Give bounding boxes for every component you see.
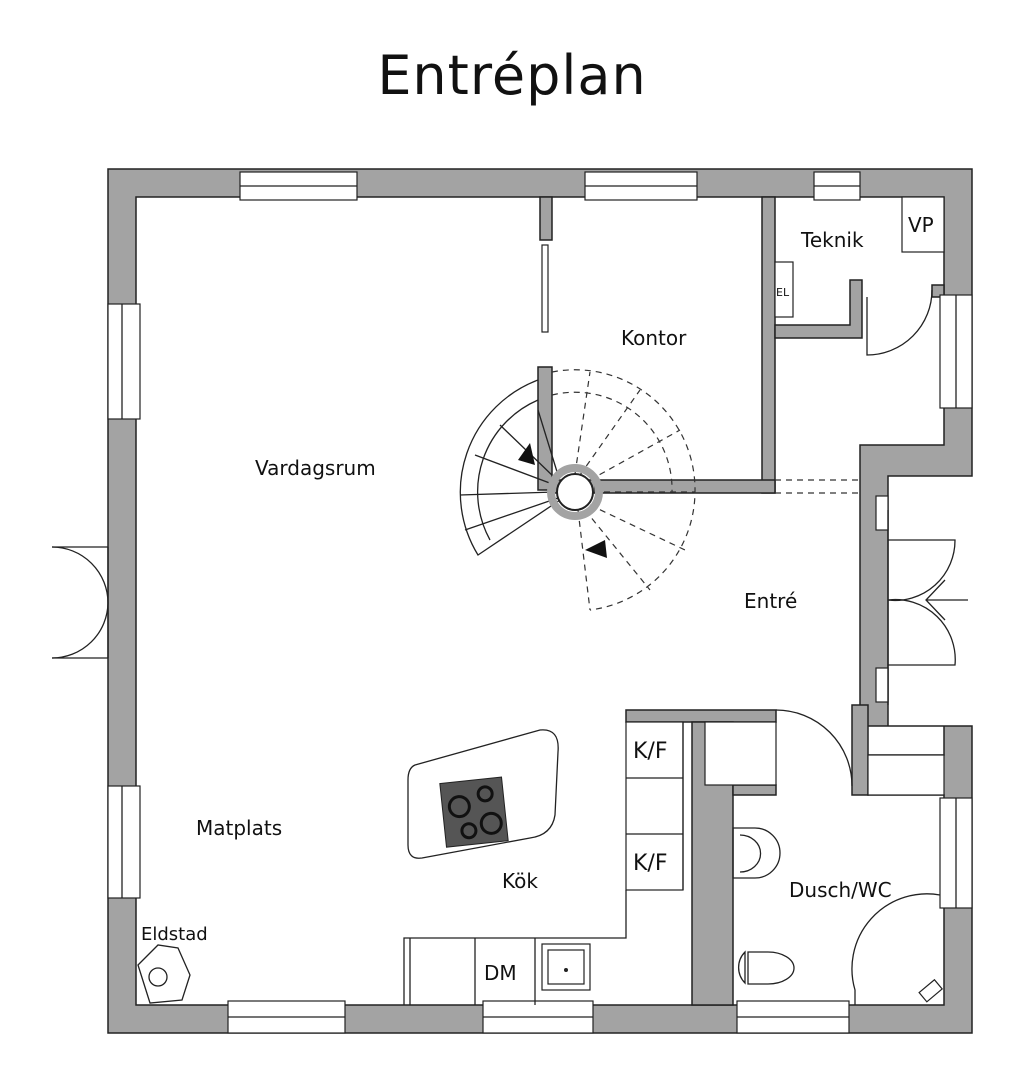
- toilet-icon: [738, 950, 795, 985]
- room-label-vardagsrum: Vardagsrum: [255, 456, 376, 480]
- room-label-kontor: Kontor: [621, 326, 687, 350]
- cooktop-icon: [439, 776, 509, 848]
- kitchen-island: [407, 729, 559, 859]
- el-label: EL: [776, 286, 790, 299]
- cabinet: [867, 754, 945, 796]
- plan-title: Entréplan: [377, 44, 647, 107]
- spiral-staircase: [459, 369, 696, 611]
- room-label-matplats: Matplats: [196, 816, 282, 840]
- fridge-freezer-label: K/F: [633, 851, 668, 876]
- room-label-dusch-wc: Dusch/WC: [789, 878, 892, 902]
- room-label-kok: Kök: [502, 869, 538, 893]
- fridge-freezer-label: K/F: [633, 739, 668, 764]
- outer-walls: [107, 168, 973, 1034]
- doors: [51, 289, 968, 787]
- shower-head-icon: [918, 978, 944, 1003]
- heat-pump: [901, 196, 945, 253]
- dishwasher-label: DM: [484, 961, 517, 985]
- electrical-panel: [774, 261, 794, 318]
- washbasin-icon: [732, 827, 781, 879]
- stair-arrow-icon: [518, 443, 535, 465]
- label-eldstad: Eldstad: [141, 924, 208, 945]
- room-label-teknik: Teknik: [800, 228, 864, 252]
- kitchen: [403, 721, 684, 1005]
- cabinet: [704, 721, 777, 786]
- vp-label: VP: [908, 213, 934, 237]
- shower-door: [851, 893, 941, 1005]
- windows: [107, 171, 973, 1034]
- room-label-entre: Entré: [744, 589, 797, 613]
- sliding-door: [541, 244, 549, 333]
- stair-arrow-icon: [585, 540, 607, 558]
- fireplace-icon: [137, 944, 191, 1004]
- bathroom-fixtures: [732, 827, 944, 1005]
